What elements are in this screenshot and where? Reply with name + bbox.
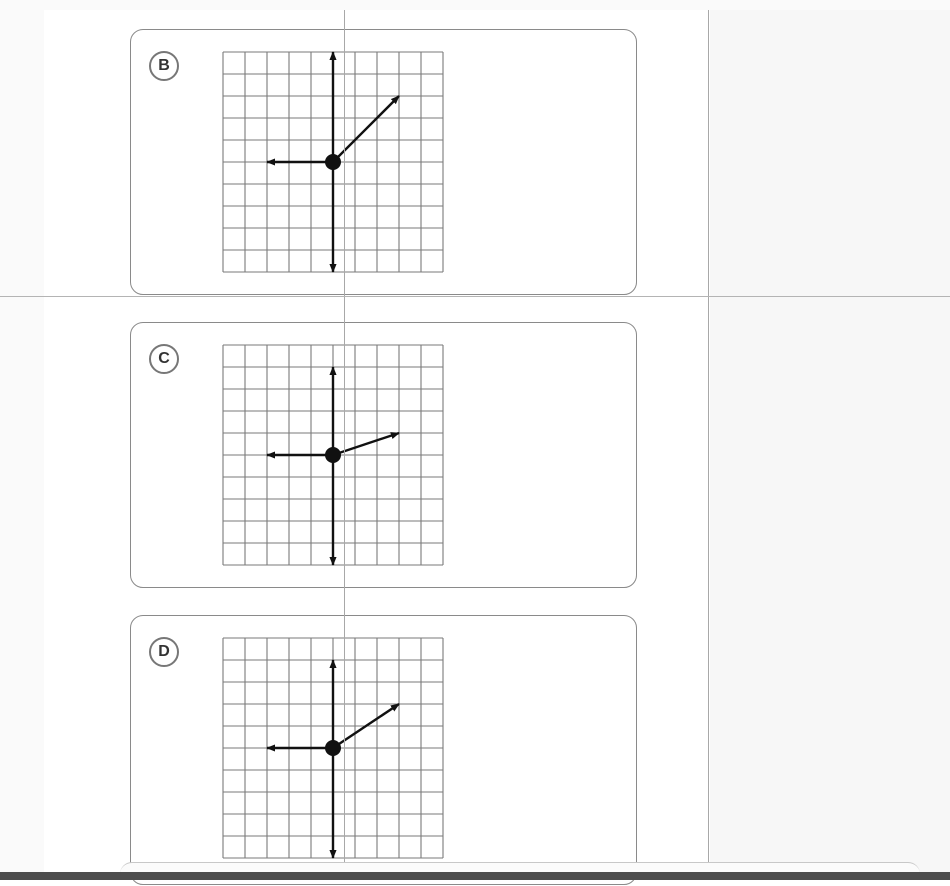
vertex-point — [325, 740, 341, 756]
coordinate-diagram — [222, 637, 444, 859]
answer-option-d[interactable]: D — [130, 615, 637, 885]
bottom-scroll-bar — [0, 872, 950, 880]
ray-slant-arrow — [332, 95, 400, 163]
vertical-guide-line — [708, 10, 709, 876]
option-letter-badge: D — [149, 637, 179, 667]
option-letter-badge: C — [149, 344, 179, 374]
option-letter-badge: B — [149, 51, 179, 81]
horizontal-guide-line — [0, 296, 950, 297]
ray-slant-arrow — [332, 431, 400, 457]
vertex-point — [325, 154, 341, 170]
answer-option-b[interactable]: B — [130, 29, 637, 295]
right-margin-area — [710, 10, 950, 878]
vertex-point — [325, 447, 341, 463]
coordinate-diagram — [222, 344, 444, 566]
coordinate-diagram — [222, 51, 444, 273]
vertical-guide-line — [344, 10, 345, 876]
answer-option-c[interactable]: C — [130, 322, 637, 588]
